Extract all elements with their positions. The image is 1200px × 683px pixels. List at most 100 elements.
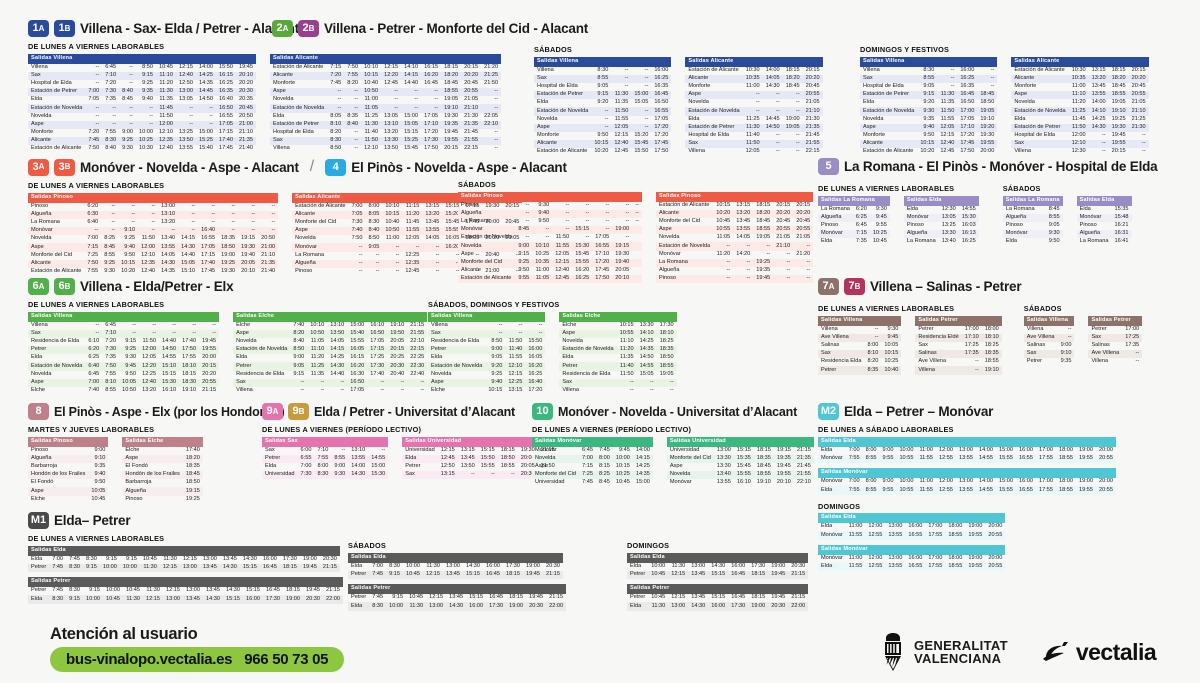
departure-time: --	[442, 259, 463, 268]
departure-time: --	[990, 83, 995, 90]
departure-time: 20:15	[444, 145, 459, 152]
timetable-header: Salidas Alicante	[292, 192, 523, 203]
departure-time: 9:00	[94, 446, 106, 453]
departure-time: 7:45	[330, 80, 342, 87]
section-5-lv: DE LUNES A VIERNES LABORABLES Salidas La…	[818, 180, 979, 246]
departure-time: 16:00	[908, 554, 923, 561]
departure-time: 21:40	[261, 268, 276, 274]
stop-name: Aspe	[655, 226, 714, 235]
departure-time: 6:55	[297, 454, 315, 464]
departure-time: --	[525, 329, 546, 339]
departure-time: 21:15	[540, 446, 555, 453]
departure-time: 11:25	[1068, 107, 1089, 116]
departure-time: 8:10	[102, 378, 120, 387]
stop-name: Alicante	[685, 74, 743, 84]
stop-name: Monforte del Cid	[532, 471, 580, 480]
departure-time: 8:05	[330, 112, 342, 119]
route-title-1: Villena - Sax- Elda / Petrer - Alacant	[80, 21, 299, 36]
departure-time: 20:10	[241, 268, 256, 274]
departure-time: --	[793, 275, 814, 284]
stop-name: Villena	[688, 148, 706, 155]
departure-time: 12:45	[614, 148, 629, 155]
departure-time: 6:40	[87, 219, 99, 226]
departure-time: 10:05	[884, 342, 899, 349]
departure-time: --	[95, 80, 100, 87]
departure-time: 18:55	[1056, 454, 1077, 464]
departure-time: 20:20	[773, 209, 794, 219]
departure-time: 19:45	[299, 563, 320, 573]
departure-time: 13:45	[425, 219, 440, 226]
departure-time: 16:00	[525, 346, 546, 355]
departure-time: --	[152, 321, 157, 328]
departure-time: 15:15	[162, 370, 177, 377]
departure-time: --	[775, 99, 780, 106]
departure-time: --	[327, 88, 345, 97]
departure-time: 18:15	[1111, 66, 1126, 73]
footer-website[interactable]: bus-vinalopo.vectalia.es	[66, 651, 233, 668]
departure-time: 11:50	[1068, 123, 1089, 132]
departure-time: 18:55	[500, 463, 515, 470]
footer-phone[interactable]: 966 50 73 05	[244, 651, 329, 668]
departure-time: 14:45	[195, 88, 216, 97]
departure-time: 19:20	[977, 123, 998, 132]
stop-name: Villena	[1026, 325, 1044, 332]
departure-time: --	[795, 132, 800, 138]
departure-time: --	[625, 201, 630, 208]
departure-time: 8:20	[347, 80, 359, 87]
footer-attention-title: Atención al usuario	[50, 625, 198, 643]
departure-time: 18:55	[945, 562, 966, 572]
departure-time: 18:10	[981, 333, 1002, 343]
departure-time: 14:00	[979, 478, 994, 485]
departure-time: 16:45	[651, 91, 672, 100]
departure-time: 17:40	[182, 338, 197, 345]
stop-name: Monforte	[688, 83, 711, 90]
departure-time: 15:55	[480, 463, 495, 470]
departure-time: 10:25	[135, 137, 156, 146]
departure-time: 15:25	[195, 137, 216, 146]
departure-time: 9:05	[491, 354, 503, 361]
stop-name: Aspe	[28, 378, 86, 387]
departure-time: 11:50	[611, 107, 632, 116]
departure-time: 13:00	[202, 555, 217, 562]
departure-time: 10:00	[99, 563, 120, 573]
departure-time: 21:10	[461, 104, 482, 113]
departure-time: 14:05	[330, 338, 345, 345]
departure-time: 9:05	[1048, 222, 1060, 229]
stop-name: Elche	[562, 321, 577, 328]
departure-time: 21:30	[464, 112, 479, 119]
stop-name: Salinas	[915, 350, 962, 359]
departure-time: 19:10	[182, 387, 197, 393]
departure-time: 7:55	[87, 268, 99, 274]
generalitat-line1: GENERALITAT	[914, 637, 1008, 653]
departure-time: 16:55	[651, 107, 672, 116]
section-6-sabdom: SÁBADOS, DOMINGOS Y FESTIVOS Salidas Vil…	[428, 296, 677, 395]
departure-time: 14:40	[162, 338, 177, 345]
timetable-header: Salidas Villena	[28, 53, 256, 64]
timetable-header: Salidas Alicante	[269, 53, 502, 64]
departure-time: 7:40	[293, 321, 305, 328]
departure-time: --	[135, 120, 156, 129]
departure-time: 11:55	[845, 531, 866, 540]
departure-time: 10:15	[382, 210, 403, 220]
departure-time: --	[189, 112, 193, 119]
footer-contact-pill[interactable]: bus-vinalopo.vectalia.es 966 50 73 05	[50, 647, 345, 672]
